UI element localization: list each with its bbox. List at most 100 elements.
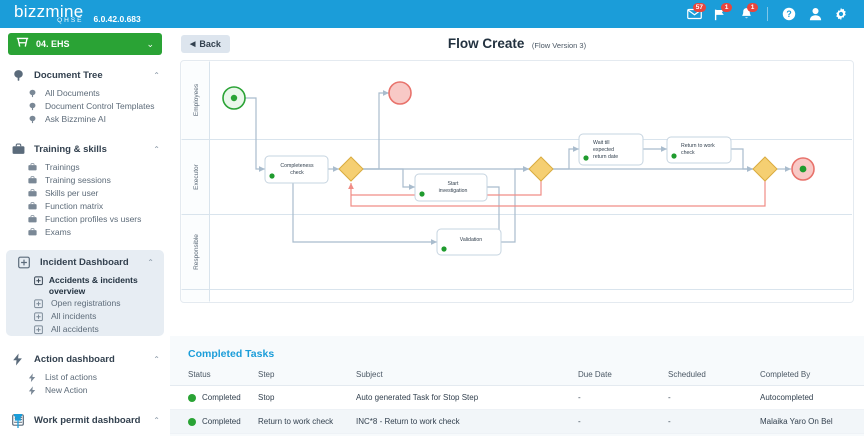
sidebar-group-label: Incident Dashboard [40, 256, 129, 268]
sidebar-item-all-incidents[interactable]: All incidents [6, 310, 164, 323]
status-dot-icon [188, 417, 196, 426]
flow-node-end [791, 157, 815, 181]
sidebar-group-header-4[interactable]: Work permit dashboard ⌃ [0, 408, 170, 432]
svg-text:Start: Start [448, 181, 460, 187]
cell-completed-by: Malaika Yaro On Bel [760, 409, 864, 434]
sidebar-item-function-profiles-vs-users[interactable]: Function profiles vs users [0, 213, 170, 226]
sidebar-group-label: Work permit dashboard [34, 414, 141, 426]
flow-node-gateway-1 [338, 156, 364, 182]
column-header-scheduled[interactable]: Scheduled [668, 367, 760, 386]
sidebar-item-open-registrations[interactable]: Open registrations [6, 297, 164, 310]
bell-icon[interactable]: 1 [733, 0, 759, 28]
chevron-down-icon: ⌄ [146, 38, 154, 49]
flow-node-start [222, 86, 246, 110]
flow-node-end-cancel [388, 81, 412, 105]
status-dot-icon [188, 393, 196, 402]
sidebar-item-label: List of actions [45, 372, 97, 382]
flow-node-start-investigation: Start investigation [414, 173, 488, 202]
sidebar-item-skills-per-user[interactable]: Skills per user [0, 187, 170, 200]
cell-scheduled: - [668, 385, 760, 410]
back-button-label: Back [199, 39, 221, 49]
column-header-due-date[interactable]: Due Date [578, 367, 668, 386]
toolbar-divider [767, 7, 768, 21]
sidebar-item-label: Open registrations [51, 298, 121, 308]
flow-diagram-card[interactable]: Employees Executor Responsible [180, 60, 854, 303]
flag-icon[interactable]: 1 [707, 0, 733, 28]
cell-subject: Auto generated Task for Stop Step [356, 385, 578, 410]
flow-diagram-svg: Employees Executor Responsible [181, 61, 853, 302]
chevron-up-icon: ⌃ [147, 257, 154, 267]
svg-text:?: ? [786, 9, 791, 19]
flow-node-gateway-3 [752, 156, 778, 182]
sidebar-item-ask-bizzmine-ai[interactable]: Ask Bizzmine AI [0, 113, 170, 126]
status-badge: Completed [170, 409, 258, 434]
flow-node-completeness-check: Completeness check [264, 155, 329, 184]
sidebar-group-header-3[interactable]: Action dashboard⌃ [0, 347, 170, 371]
briefcase-icon-small [28, 163, 40, 171]
gear-icon[interactable] [828, 0, 854, 28]
pin-icon[interactable] [12, 413, 24, 434]
firstaid-icon-small [34, 276, 44, 286]
svg-text:return date: return date [593, 154, 618, 160]
chevron-up-icon: ⌃ [153, 144, 160, 154]
sidebar-item-document-control-templates[interactable]: Document Control Templates [0, 100, 170, 113]
flow-node-gateway-2 [528, 156, 554, 182]
logo-subtitle: QHSE [57, 16, 84, 24]
sidebar-group-header-2[interactable]: Incident Dashboard ⌃ [6, 250, 164, 274]
column-header-subject[interactable]: Subject [356, 367, 578, 386]
sidebar-group-label: Training & skills [34, 143, 107, 155]
cell-completed-by: Autocompleted [760, 385, 864, 410]
completed-tasks-section: Completed Tasks Status Step Subject Due … [170, 336, 864, 436]
back-button[interactable]: ◀ Back [181, 35, 230, 53]
sidebar-item-all-accidents[interactable]: All accidents [6, 323, 164, 336]
status-label: Completed [202, 417, 241, 426]
sidebar-item-trainings[interactable]: Trainings [0, 161, 170, 174]
sidebar-item-function-matrix[interactable]: Function matrix [0, 200, 170, 213]
sidebar-item-label: All accidents [51, 324, 99, 334]
sidebar-item-label: All incidents [51, 311, 97, 321]
svg-text:Return to work: Return to work [681, 143, 715, 149]
column-header-step[interactable]: Step [258, 367, 356, 386]
top-bar: bizzmine QHSE 6.0.42.0.683 57 1 1 ? [0, 0, 864, 28]
sidebar-item-exams[interactable]: Exams [0, 226, 170, 239]
sidebar-group-spacer [0, 399, 170, 408]
lane-label-employees: Employees [193, 83, 200, 116]
chevron-up-icon: ⌃ [153, 415, 160, 425]
bolt-icon [12, 353, 28, 366]
column-header-status[interactable]: Status [170, 367, 258, 386]
chevron-up-icon: ⌃ [153, 70, 160, 80]
briefcase-icon-small [28, 176, 40, 184]
sidebar-item-all-documents[interactable]: All Documents [0, 87, 170, 100]
help-icon[interactable]: ? [776, 0, 802, 28]
flow-node-validation: Validation [436, 228, 502, 256]
sidebar-item-new-action[interactable]: New Action [0, 384, 170, 397]
sidebar-item-training-sessions[interactable]: Training sessions [0, 174, 170, 187]
sidebar-item-label: Training sessions [45, 175, 111, 185]
firstaid-icon [18, 256, 34, 269]
briefcase-icon-small [28, 202, 40, 210]
app-logo[interactable]: bizzmine QHSE 6.0.42.0.683 [14, 3, 141, 25]
sidebar-group-header-1[interactable]: Training & skills ⌃ [0, 137, 170, 161]
column-header-completed-by[interactable]: Completed By [760, 367, 864, 386]
page-title-wrap: Flow Create (Flow Version 3) [170, 35, 864, 53]
sidebar-item-accidents-incidents-overview[interactable]: Accidents & incidents overview [6, 274, 164, 297]
sidebar-item-label: All Documents [45, 88, 100, 98]
sidebar-group-work-permit-dashboard: Work permit dashboard ⌃ [0, 408, 170, 432]
mail-icon[interactable]: 57 [681, 0, 707, 28]
sidebar-group-header-0[interactable]: Document Tree⌃ [0, 63, 170, 87]
sidebar-item-label: Function matrix [45, 201, 104, 211]
sidebar-item-list-of-actions[interactable]: List of actions [0, 371, 170, 384]
svg-text:Validation: Validation [460, 237, 483, 243]
collection-selector[interactable]: 04. EHS ⌄ [8, 33, 162, 55]
completed-tasks-title: Completed Tasks [188, 348, 275, 360]
svg-text:Wait till: Wait till [593, 140, 610, 146]
user-icon[interactable] [802, 0, 828, 28]
chevron-up-icon: ⌃ [153, 354, 160, 364]
lane-label-responsible: Responsible [193, 234, 200, 270]
top-bar-actions: 57 1 1 ? [681, 0, 864, 28]
